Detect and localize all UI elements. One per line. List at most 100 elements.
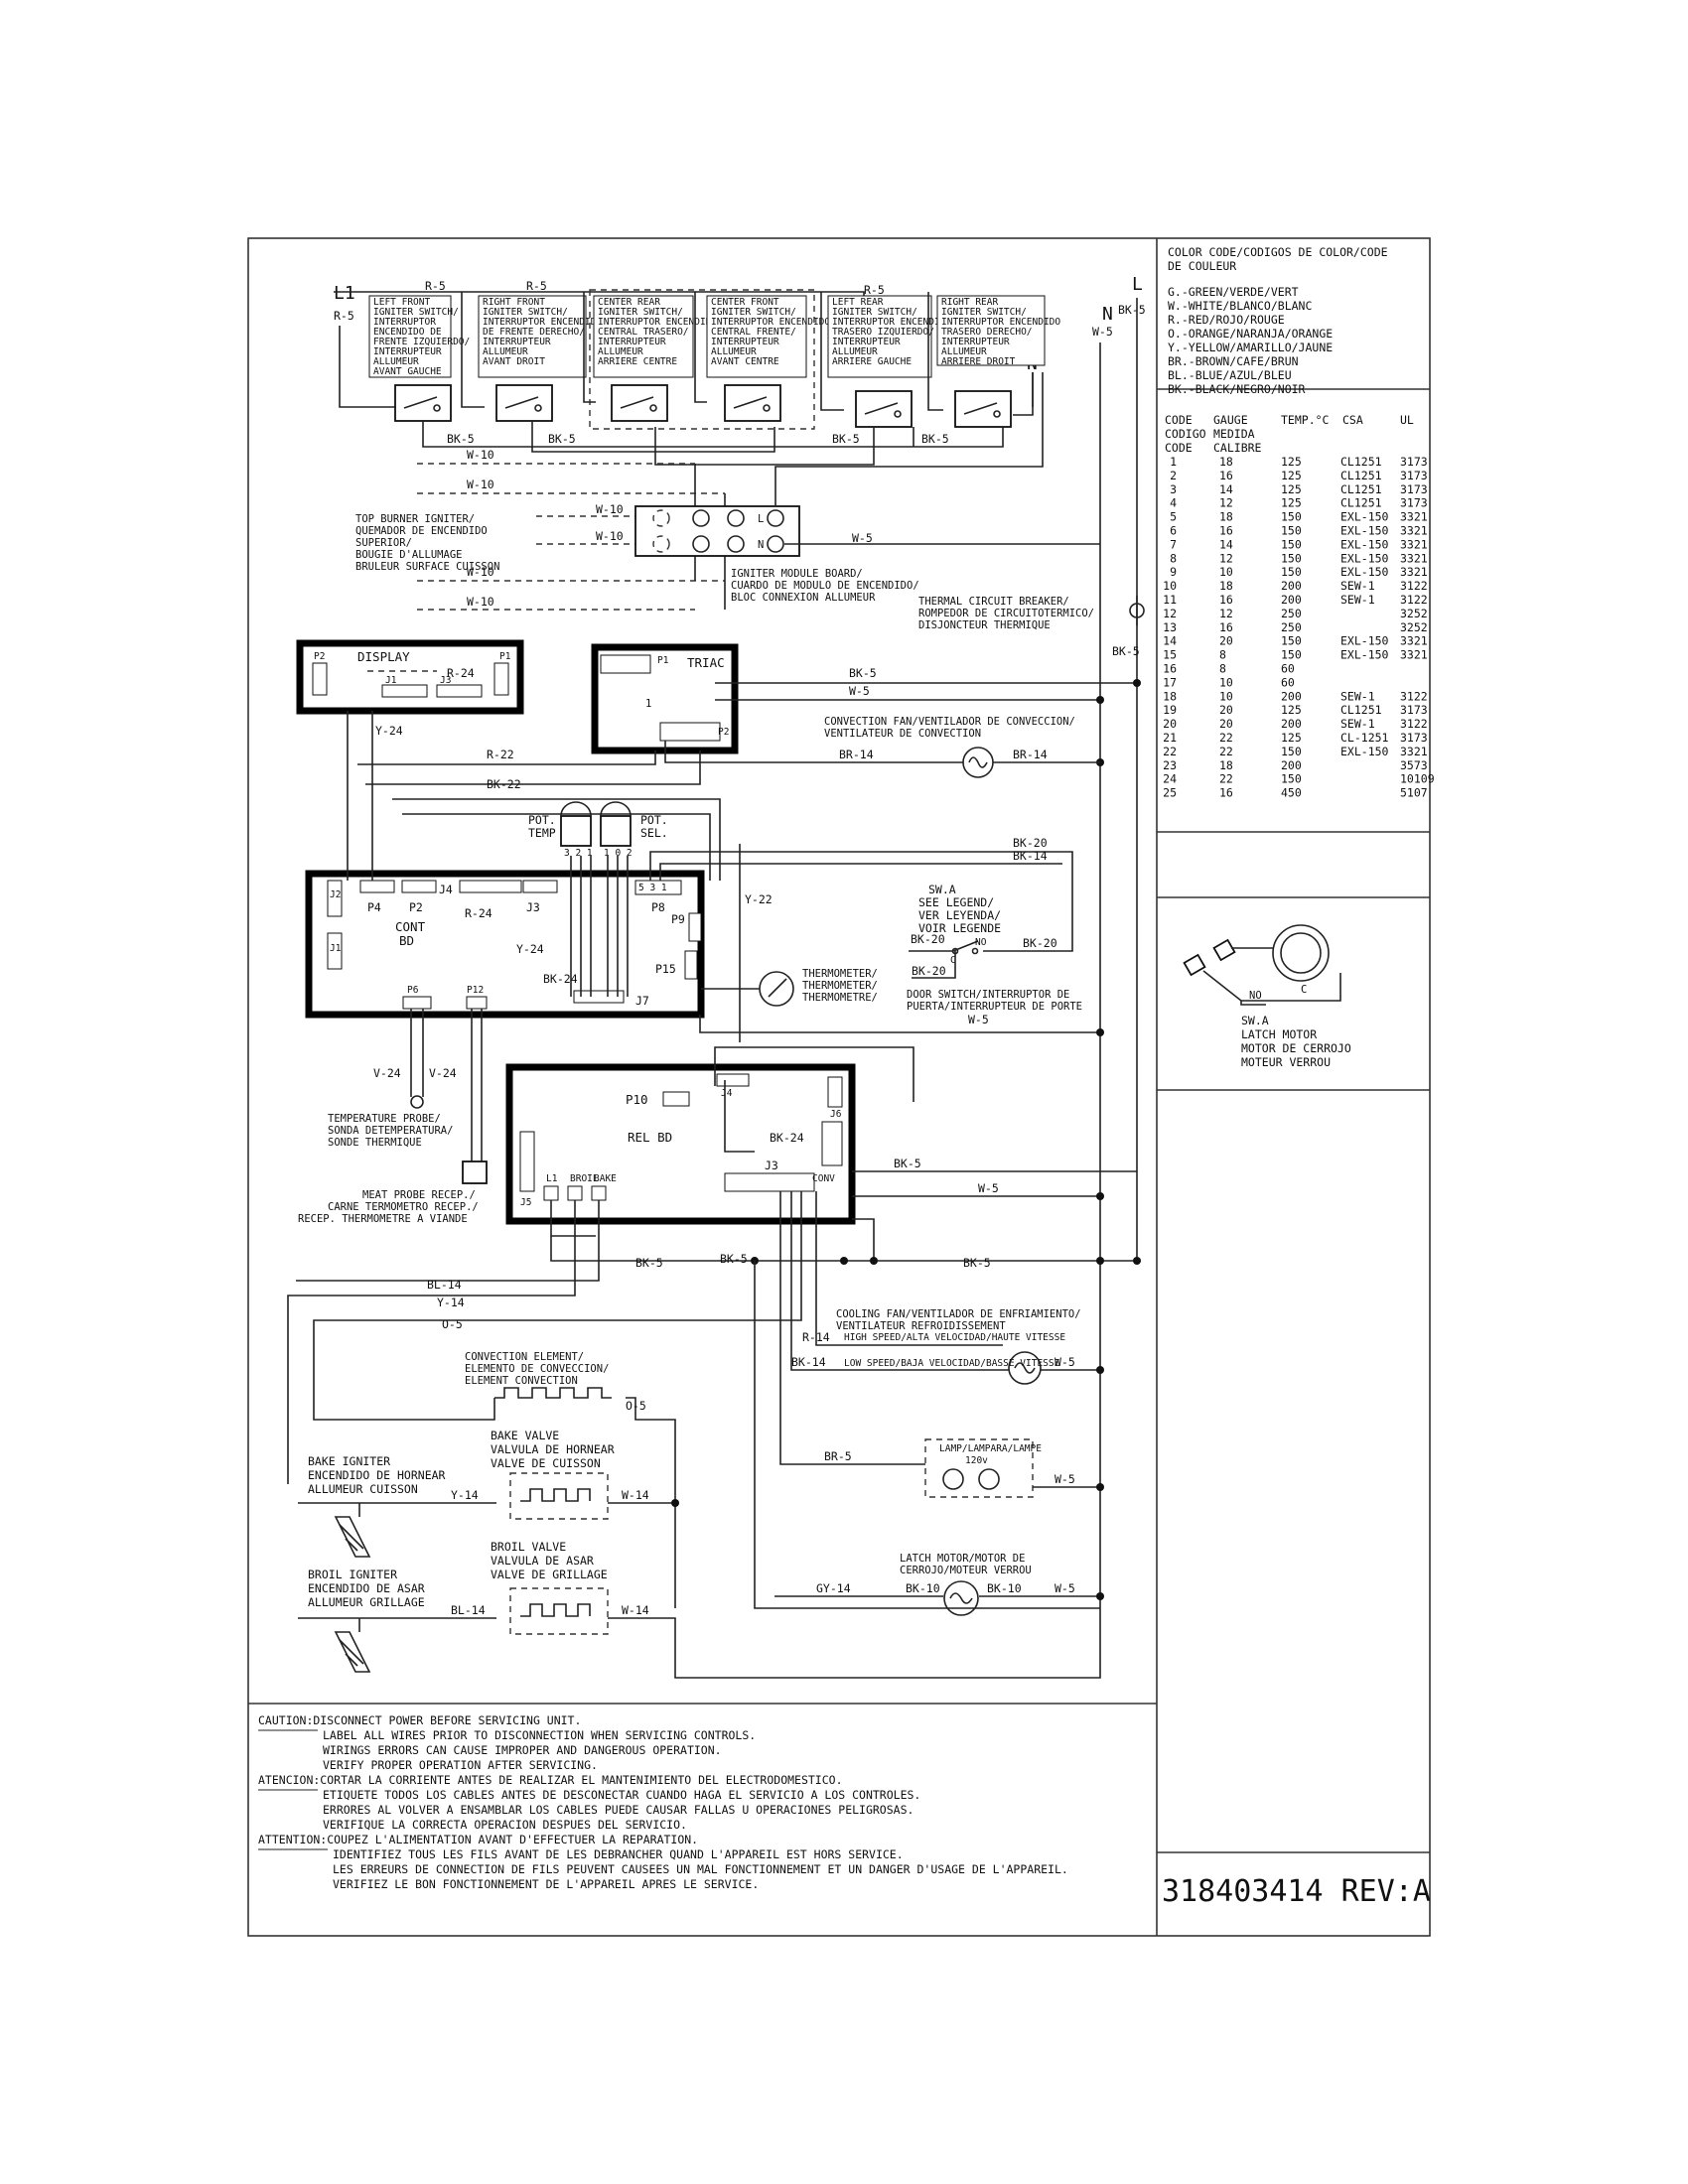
gauge-table-cell: 125 [1281,455,1302,469]
gauge-table-cell: CL1251 [1340,703,1382,717]
gauge-table-cell: 3321 [1400,745,1428,758]
svg-text:BR.-BROWN/CAFE/BRUN: BR.-BROWN/CAFE/BRUN [1168,354,1299,368]
gauge-table-cell: 5 [1170,510,1177,524]
bake-w14-label: W-14 [622,1488,649,1502]
svg-text:N: N [758,539,764,551]
svg-text:R-24: R-24 [465,906,492,920]
svg-text:P2: P2 [409,900,423,914]
fan-br14-label-2: BR-14 [1013,748,1048,761]
svg-text:J4: J4 [439,883,453,896]
bl14-label: BL-14 [427,1278,462,1292]
svg-text:BAKE: BAKE [594,1173,617,1184]
svg-text:CENTER REAR: CENTER REAR [598,297,660,308]
l-label: L [1132,274,1143,295]
svg-text:CODE: CODE [1165,413,1193,427]
gauge-table-cell: 125 [1281,469,1302,482]
gauge-table-cell: 3321 [1400,524,1428,538]
svg-text:IGNITER SWITCH/: IGNITER SWITCH/ [711,307,796,318]
svg-text:POT.: POT. [640,813,668,827]
svg-text:CARNE TERMOMETRO RECEP./: CARNE TERMOMETRO RECEP./ [328,1201,479,1213]
svg-text:BK-24: BK-24 [543,972,578,986]
svg-text:INTERRUPTEUR: INTERRUPTEUR [941,337,1010,347]
svg-text:BL.-BLUE/AZUL/BLEU: BL.-BLUE/AZUL/BLEU [1168,368,1292,382]
svg-text:L1: L1 [546,1173,558,1184]
part-number: 318403414 REV:A [1162,1874,1431,1909]
svg-text:INTERRUPTEUR: INTERRUPTEUR [598,337,666,347]
svg-text:ALLUMEUR GRILLAGE: ALLUMEUR GRILLAGE [308,1595,425,1609]
breaker-bk5-label: BK-5 [1112,644,1140,658]
lamp-br5-label: BR-5 [824,1449,852,1463]
gauge-table-cell: 11 [1163,593,1177,607]
svg-text:VALVULA DE HORNEAR: VALVULA DE HORNEAR [491,1442,615,1456]
gauge-table-cell: 150 [1281,772,1302,786]
gauge-table-cell: 18 [1219,510,1233,524]
svg-text:BOUGIE D'ALLUMAGE: BOUGIE D'ALLUMAGE [355,549,462,561]
gauge-table-cell: 18 [1219,579,1233,593]
svg-text:MOTEUR VERROU: MOTEUR VERROU [1241,1055,1331,1069]
svg-text:BRULEUR SURFACE CUISSON: BRULEUR SURFACE CUISSON [355,561,499,573]
gauge-table-cell: 12 [1163,607,1177,620]
sw-bk14-label: BK-14 [1013,849,1048,863]
svg-text:1: 1 [645,698,651,710]
broil-valve: BROIL VALVE VALVULA DE ASAR VALVE DE GRI… [298,1540,1101,1679]
svg-text:COOLING FAN/VENTILADOR DE ENFR: COOLING FAN/VENTILADOR DE ENFRIAMIENTO/ [836,1308,1081,1320]
gauge-table-cell: CL1251 [1340,496,1382,510]
gauge-table-cell: EXL-150 [1340,510,1389,524]
gauge-table-cell: CL1251 [1340,482,1382,496]
gauge-table-cell: 6 [1170,524,1177,538]
svg-text:CONVECTION ELEMENT/: CONVECTION ELEMENT/ [465,1351,584,1363]
svg-text:IGNITER SWITCH/: IGNITER SWITCH/ [373,307,459,318]
gauge-table-cell: 21 [1163,731,1177,745]
svg-text:INTERRUPTEUR: INTERRUPTEUR [373,346,442,357]
control-board: CONT BD J2 J1 P4 P2 J4 R-24 J3 5 3 1 P8 … [305,870,705,1019]
relay-board: P10 REL BD J4 J6 BK-24 J5 J3 L1 BROIL BA… [505,1063,856,1225]
gauge-table-cell: 200 [1281,579,1302,593]
gauge-table-cell: 3321 [1400,634,1428,648]
gauge-table-cell: EXL-150 [1340,565,1389,579]
svg-text:THERMAL CIRCUIT BREAKER/: THERMAL CIRCUIT BREAKER/ [918,596,1069,608]
broil-igniter: BROIL IGNITER ENCENDIDO DE ASAR ALLUMEUR… [308,1568,425,1673]
svg-text:VENTILATEUR DE CONVECTION: VENTILATEUR DE CONVECTION [824,728,981,740]
gauge-table-cell: 8 [1219,662,1226,676]
svg-text:TRIAC: TRIAC [687,655,725,670]
gauge-table-cell: 10109 [1400,772,1435,786]
svg-text:INTERRUPTEUR: INTERRUPTEUR [483,337,551,347]
svg-text:CSA: CSA [1342,413,1363,427]
gauge-table-cell: 3252 [1400,620,1428,634]
gauge-table-cell: 200 [1281,593,1302,607]
svg-text:CODE: CODE [1165,441,1193,455]
w10-label-6: W-10 [467,595,494,609]
gauge-table-cell: 7 [1170,537,1177,551]
bk5-label-3: BK-5 [832,432,860,446]
gauge-table-cell: EXL-150 [1340,537,1389,551]
l-wire-label: BK-5 [1118,303,1146,317]
svg-text:J4: J4 [721,1088,733,1099]
svg-text:IDENTIFIEZ TOUS LES FILS AVANT: IDENTIFIEZ TOUS LES FILS AVANT DE LES DE… [333,1847,904,1861]
svg-text:NO: NO [975,937,987,948]
svg-text:3 2 1: 3 2 1 [564,848,593,859]
svg-text:J3: J3 [765,1159,778,1172]
svg-text:ALLUMEUR: ALLUMEUR [941,346,987,357]
gauge-table-cell: 8 [1170,551,1177,565]
svg-text:SEE LEGEND/: SEE LEGEND/ [918,895,994,909]
svg-text:P12: P12 [467,985,484,996]
bake-valve: BAKE VALVE VALVULA DE HORNEAR VALVE DE C… [298,1429,679,1520]
relay-bk5-label: BK-5 [894,1157,921,1170]
switch-2-wire-label: R-5 [526,279,547,293]
gauge-table-cell: 3122 [1400,689,1428,703]
gauge-table-cell: 4 [1170,496,1177,510]
supply-labels: L1 R-5 N W-5 L BK-5 N [334,274,1146,374]
w10-label-4: W-10 [596,529,624,543]
svg-text:C: C [950,955,956,966]
svg-text:5 3 1: 5 3 1 [638,883,667,893]
svg-text:NO: NO [1249,990,1262,1002]
svg-text:J1: J1 [385,675,397,686]
svg-text:ARRIERE DROIT: ARRIERE DROIT [941,356,1016,367]
gauge-table-cell: 13 [1163,620,1177,634]
svg-text:CAUTION:DISCONNECT POWER BEFOR: CAUTION:DISCONNECT POWER BEFORE SERVICIN… [258,1713,581,1727]
svg-text:CENTER FRONT: CENTER FRONT [711,297,779,308]
element-o5-label: O-5 [626,1399,646,1413]
svg-text:P6: P6 [407,985,419,996]
probe-v24-label-2: V-24 [429,1066,457,1080]
